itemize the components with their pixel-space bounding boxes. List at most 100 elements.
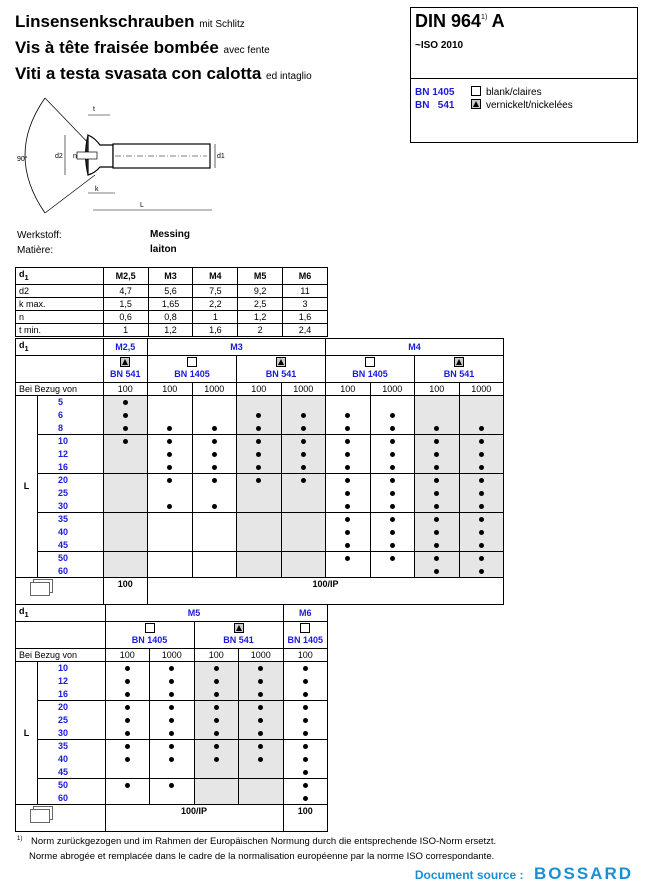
availability-cell [238,726,284,740]
availability-cell [191,460,237,474]
d1-subscript: 1 [24,343,29,353]
availability-cell [191,394,237,409]
finish-header: BN 541 [236,354,326,383]
packaging-value: 100 [102,576,148,605]
availability-cell [102,525,148,539]
packaging-value: 100/IP [104,803,284,832]
length-value: 50 [37,550,104,565]
availability-cell [102,538,148,552]
footnote-ref: 1) [481,14,488,21]
availability-cell [238,699,284,714]
availability-cell [458,460,504,474]
size-header: M5 [237,267,284,285]
available-dot [169,678,175,684]
title-main: Linsensenkschrauben [15,12,195,31]
footnote-line: Norm zurückgezogen und im Rahmen der Eur… [30,836,497,848]
availability-cell [102,447,148,461]
available-dot [211,478,217,484]
l-label: L [15,394,38,578]
availability-cell [147,460,193,474]
availability-cell [149,738,195,753]
availability-cell [147,511,193,526]
available-dot [434,503,440,509]
availability-cell [369,421,415,435]
available-dot [389,451,395,457]
available-dot [213,691,219,697]
finish-header: BN 1405 [104,620,195,649]
length-value: 35 [37,511,104,526]
availability-cell [147,550,193,565]
cell-value: 9,2 [237,283,284,298]
availability-cell [238,674,284,688]
triangle-square-icon [454,357,464,368]
size-header: M2,5 [102,267,149,285]
availability-cell [193,687,239,701]
availability-cell [458,538,504,552]
length-value: 45 [37,765,106,779]
available-dot [389,529,395,535]
available-dot [434,451,440,457]
available-dot [345,556,351,562]
availability-cell [238,752,284,766]
d1-label: d [19,269,25,279]
divider [411,78,637,79]
availability-cell [102,421,148,435]
availability-cell [147,486,193,500]
availability-cell [236,486,282,500]
available-dot [256,451,262,457]
din-suffix: A [491,11,505,31]
availability-cell [325,421,371,435]
available-dot [300,464,306,470]
available-dot [434,529,440,535]
length-value: 16 [37,460,104,474]
availability-cell [325,538,371,552]
availability-cell [282,726,328,740]
triangle-square-icon [471,99,481,109]
cell-value: 3 [282,296,328,311]
available-dot [213,730,219,736]
availability-cell [236,408,282,422]
available-dot [213,717,219,723]
d1-header: d1 [15,338,104,356]
title-sub: ed intaglio [266,71,312,82]
size-header: M6 [282,267,328,285]
l-label: L [15,660,38,805]
availability-cell [458,499,504,513]
availability-cell [236,460,282,474]
availability-cell [104,660,150,675]
length-row: 8 [16,421,504,435]
availability-cell [325,447,371,461]
availability-cell [458,486,504,500]
quantity-header: 100 [102,381,148,396]
available-dot [167,464,173,470]
available-dot [478,478,484,484]
availability-cell [238,738,284,753]
availability-cell [414,460,460,474]
available-dot [345,517,351,523]
available-dot [124,783,130,789]
cell-value: 5,6 [147,283,194,298]
availability-cell [282,752,328,766]
cell-value: 1,6 [282,309,328,324]
finish-header: BN 1405 [282,620,328,649]
packaging-icon-cell [15,803,106,832]
availability-cell [325,525,371,539]
diagram-label-d1: d1 [217,153,225,160]
footnote: 1) Norm zurückgezogen und im Rahmen der … [17,836,496,847]
availability-cell [147,433,193,448]
available-dot [478,529,484,535]
length-row: 16 [16,460,504,474]
available-dot [302,756,308,762]
availability-cell [191,550,237,565]
availability-cell [191,525,237,539]
finish-code: BN 1405 [131,635,168,646]
diagram-label-t: t [93,106,95,113]
availability-cell [369,433,415,448]
availability-cell [104,713,150,727]
length-row: 6 [16,408,504,422]
available-dot [434,556,440,562]
availability-cell [325,550,371,565]
